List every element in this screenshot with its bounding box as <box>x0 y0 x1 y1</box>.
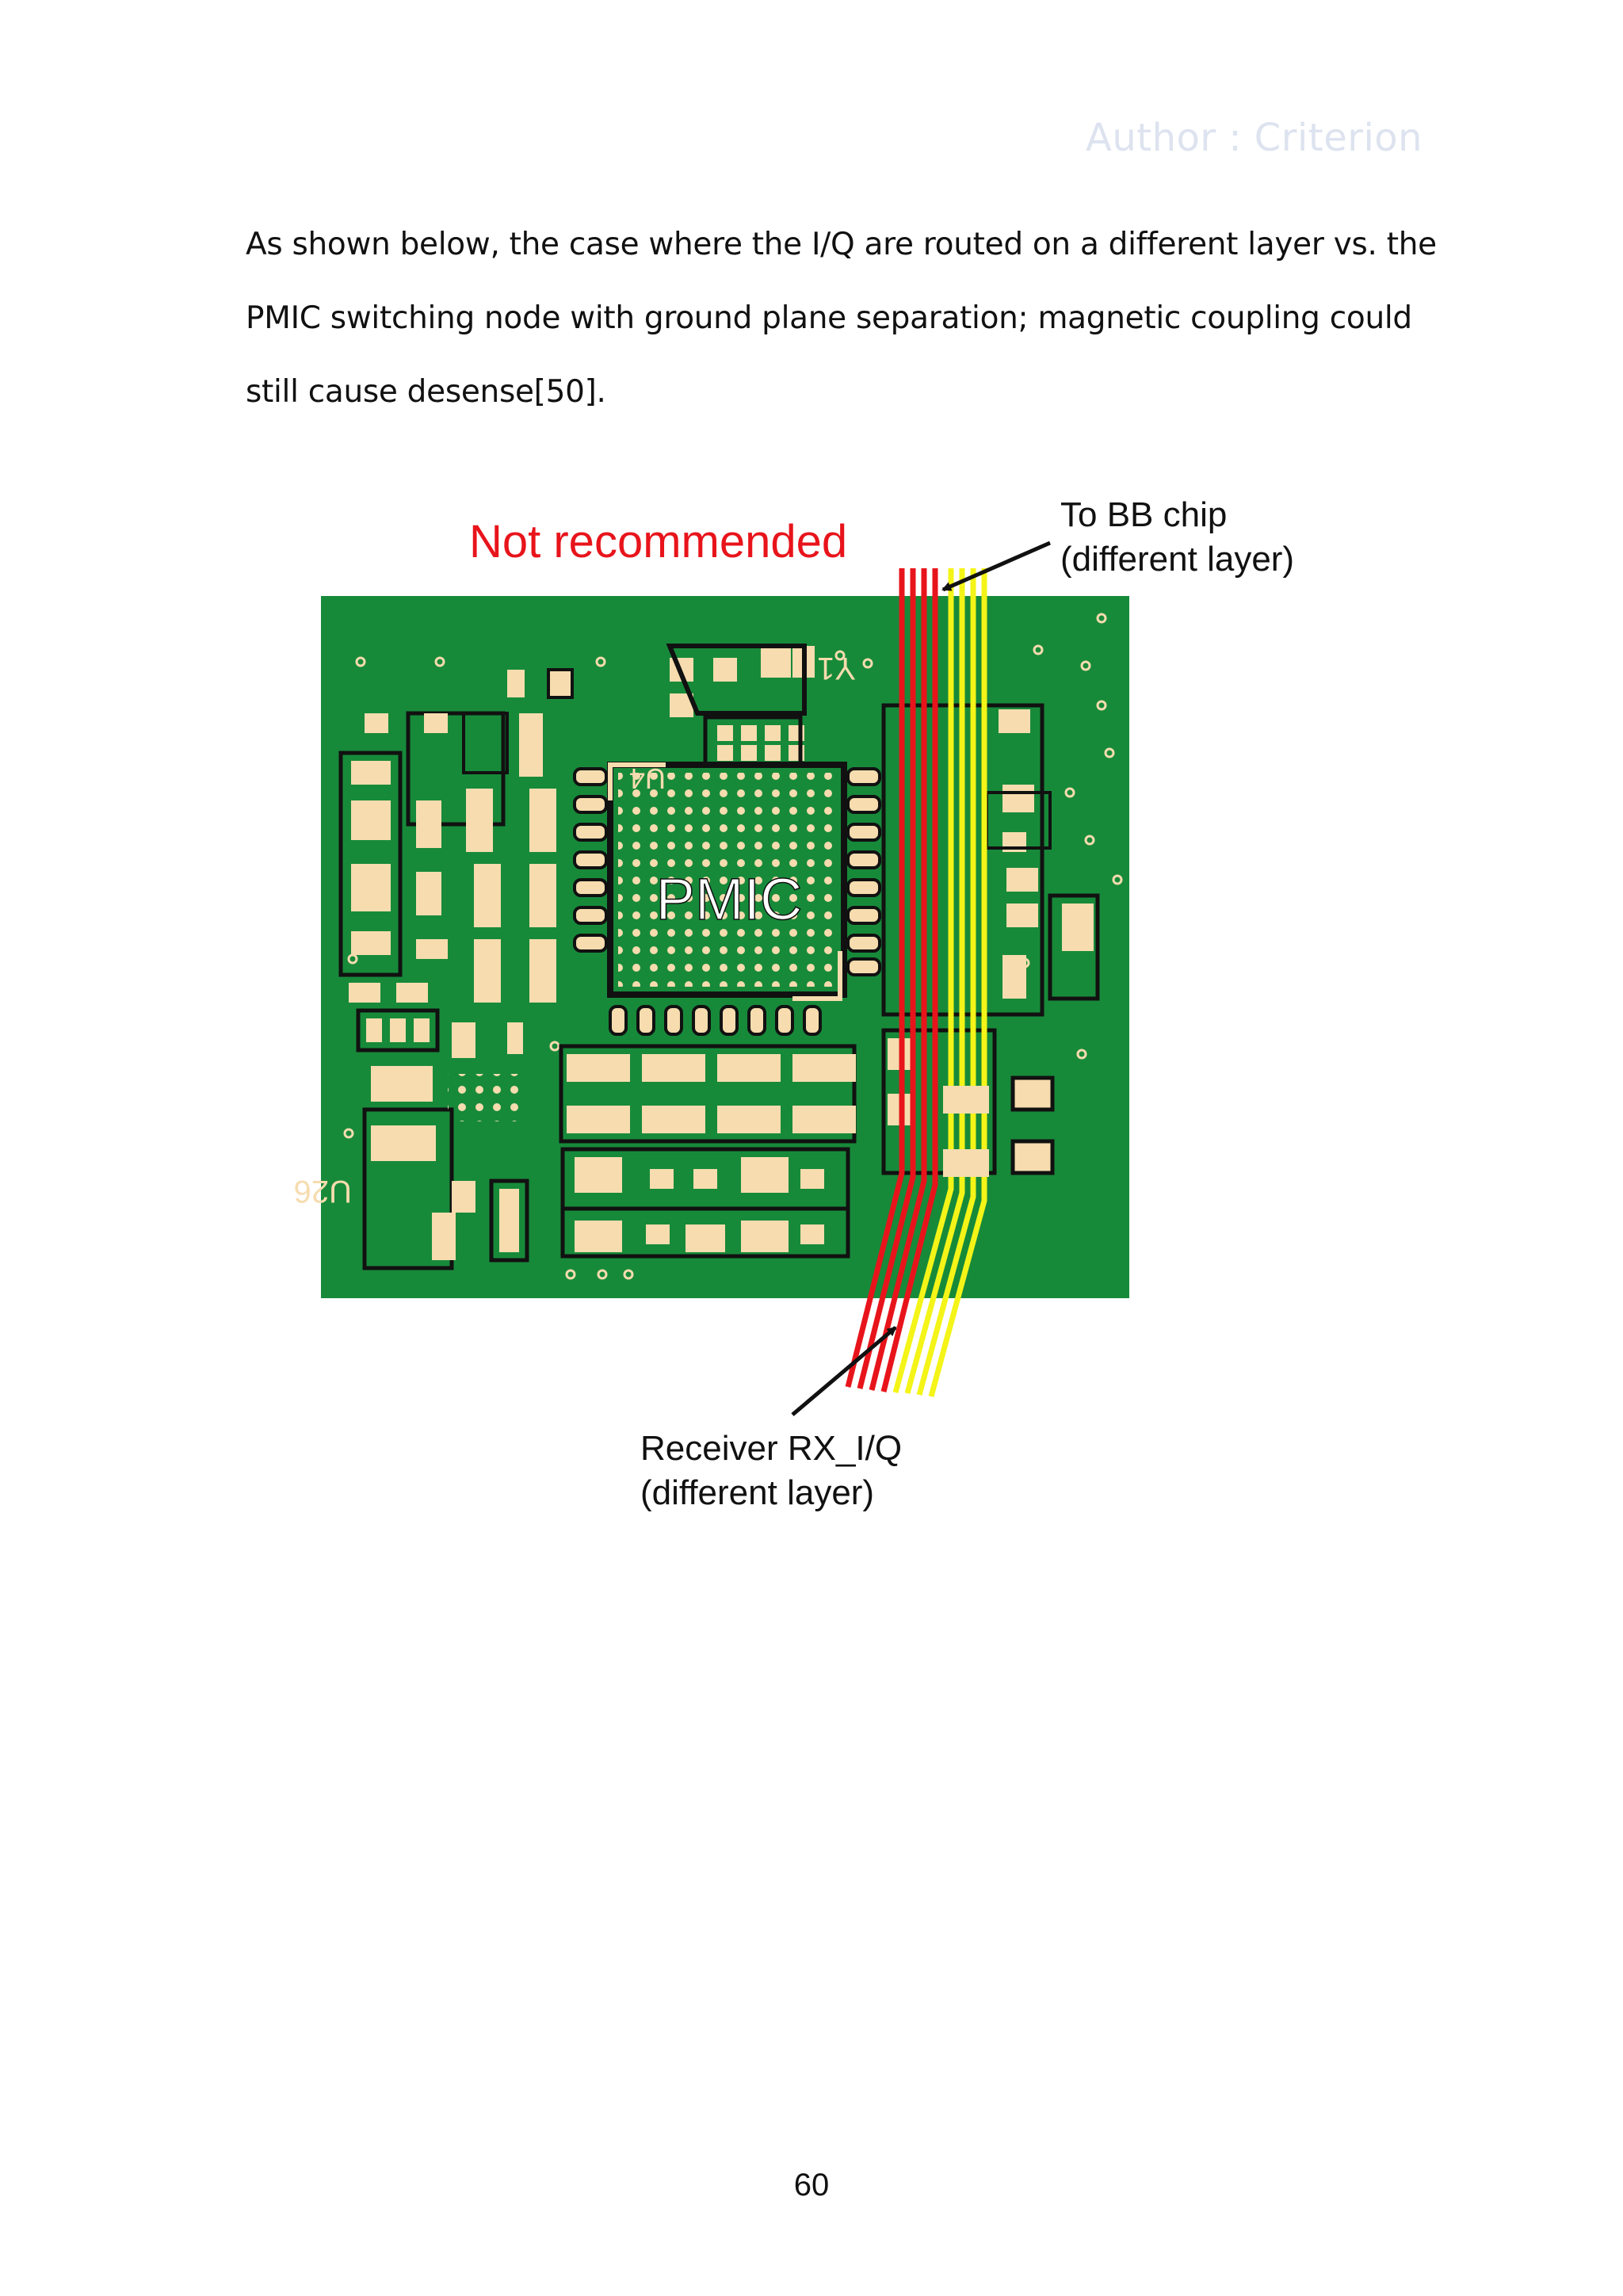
body-paragraph: As shown below, the case where the I/Q a… <box>246 208 1437 429</box>
paragraph-line: still cause desense[50]. <box>246 374 606 410</box>
header-author: Author : Criterion <box>1086 116 1423 160</box>
paragraph-line: PMIC switching node with ground plane se… <box>246 300 1412 336</box>
rx-iq-yellow-traces <box>892 568 987 1397</box>
arrow-to-rx <box>791 1326 897 1416</box>
callout-line: Receiver RX_I/Q <box>640 1429 903 1468</box>
top-components <box>670 646 815 761</box>
pcb-layout-illustration: PMIC <box>294 541 1129 1416</box>
callout-to-bb-chip: To BB chip (different layer) <box>1060 493 1294 582</box>
callout-line: To BB chip <box>1060 495 1228 534</box>
callout-line: (different layer) <box>640 1473 875 1512</box>
via-holes <box>343 613 1123 1280</box>
bottom-components <box>559 1044 857 1259</box>
pcb-figure: PMIC <box>294 493 1294 1515</box>
arrow-to-bb <box>941 541 1052 592</box>
ref-u4: U4 <box>629 762 666 795</box>
ref-y1: Y1 <box>817 651 856 686</box>
rx-iq-red-traces <box>845 568 938 1392</box>
paragraph-line: As shown below, the case where the I/Q a… <box>246 227 1437 262</box>
pmic-chip: PMIC <box>607 762 847 1001</box>
callout-line: (different layer) <box>1060 540 1295 579</box>
trace-overlap-pads <box>943 1086 989 1177</box>
left-components <box>338 668 574 1270</box>
callout-receiver-rx-iq: Receiver RX_I/Q (different layer) <box>640 1427 902 1515</box>
ref-u26: U26 <box>294 1174 352 1209</box>
pmic-side-pads <box>573 767 881 1036</box>
figure-title: Not recommended <box>469 516 848 567</box>
pmic-chip-label: PMIC <box>656 866 803 932</box>
page-number: 60 <box>793 2168 830 2202</box>
